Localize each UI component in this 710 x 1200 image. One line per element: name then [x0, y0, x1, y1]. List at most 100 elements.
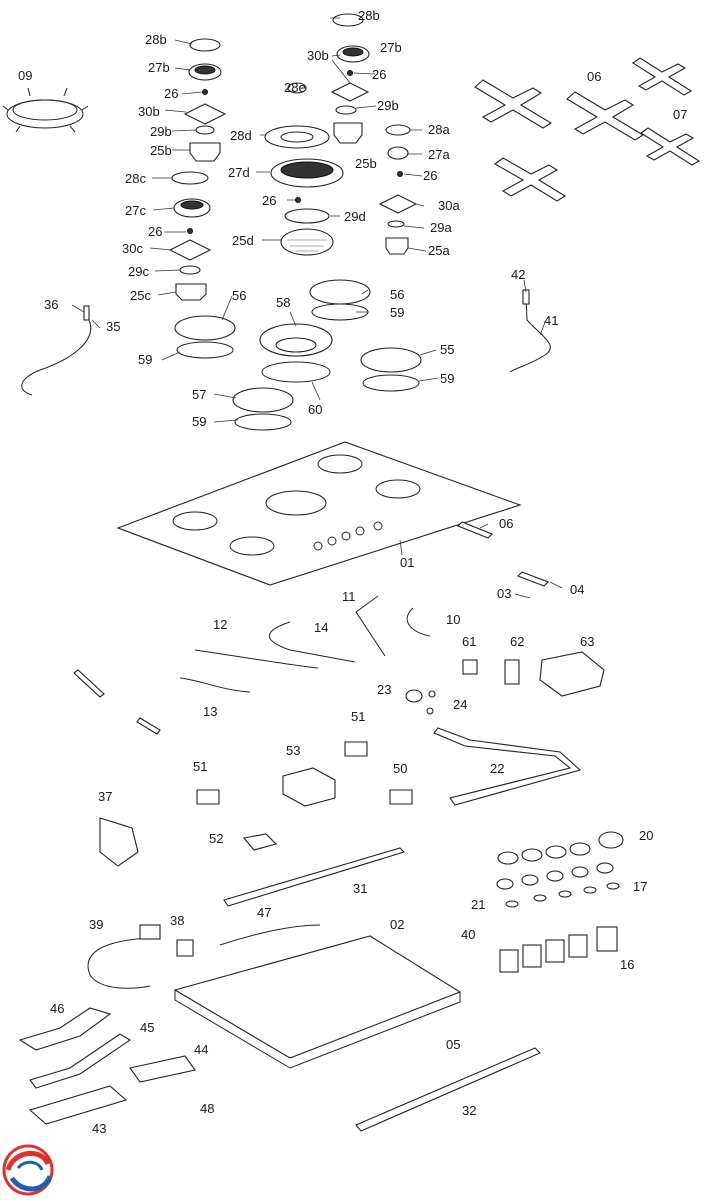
part-label: 28e [284, 80, 306, 95]
wiring-electrical [18, 924, 321, 1125]
part-label: 06 [587, 69, 601, 84]
part-label: 56 [390, 287, 404, 302]
trim-rings [174, 279, 422, 431]
part-label: 28d [230, 128, 252, 143]
part-label: 25d [232, 233, 254, 248]
burner-stack-center [264, 82, 344, 256]
part-label: 09 [18, 68, 32, 83]
part-label: 28a [428, 122, 450, 137]
part-label: 62 [510, 634, 524, 649]
small-components [99, 651, 605, 867]
part-label: 29d [344, 209, 366, 224]
part-label: 14 [314, 620, 328, 635]
leader-lines [71, 17, 563, 599]
part-label: 26 [262, 193, 276, 208]
part-label: 29a [430, 220, 452, 235]
part-label: 23 [377, 682, 391, 697]
cooktop-glass [116, 441, 522, 586]
burner-stack-right [330, 13, 418, 255]
part-label: 29b [377, 98, 399, 113]
part-label: 22 [490, 761, 504, 776]
part-label: 07 [673, 107, 687, 122]
part-label: 37 [98, 789, 112, 804]
part-label: 21 [471, 897, 485, 912]
part-label: 52 [209, 831, 223, 846]
part-label: 11 [342, 589, 356, 604]
part-label: 51 [193, 759, 207, 774]
part-label: 57 [192, 387, 206, 402]
part-label: 46 [50, 1001, 64, 1016]
part-label: 40 [461, 927, 475, 942]
part-label: 26 [372, 67, 386, 82]
control-knobs-valves [496, 831, 624, 973]
part-label: 26 [148, 224, 162, 239]
part-label: 60 [308, 402, 322, 417]
part-label: 25b [355, 156, 377, 171]
part-label: 25c [130, 288, 151, 303]
part-label: 01 [400, 555, 414, 570]
gas-pipes [179, 595, 582, 806]
part-label: 06 [499, 516, 513, 531]
part-label: 58 [276, 295, 290, 310]
part-label: 44 [194, 1042, 208, 1057]
part-label: 05 [446, 1037, 460, 1052]
part-label: 30b [307, 48, 329, 63]
part-label: 42 [511, 267, 525, 282]
part-label: 20 [639, 828, 653, 843]
part-label: 59 [440, 371, 454, 386]
part-label: 29b [150, 124, 172, 139]
part-label: 31 [353, 881, 367, 896]
part-label: 16 [620, 957, 634, 972]
part-label: 53 [286, 743, 300, 758]
part-label: 30b [138, 104, 160, 119]
part-label: 24 [453, 697, 467, 712]
part-label: 17 [633, 879, 647, 894]
thermocouples [21, 289, 551, 396]
part-label: 26 [164, 86, 178, 101]
part-label: 47 [257, 905, 271, 920]
burner-stack-left [168, 38, 227, 301]
part-label: 59 [138, 352, 152, 367]
part-label: 29c [128, 264, 149, 279]
part-label: 32 [462, 1103, 476, 1118]
part-label: 30c [122, 241, 143, 256]
part-label: 43 [92, 1121, 106, 1136]
part-label: 26 [423, 168, 437, 183]
part-label: 51 [351, 709, 365, 724]
part-label: 55 [440, 342, 454, 357]
part-label: 03 [497, 586, 511, 601]
part-label: 28b [145, 32, 167, 47]
part-label: 63 [580, 634, 594, 649]
part-label: 13 [203, 704, 217, 719]
part-label: 61 [462, 634, 476, 649]
wok-ring [2, 87, 89, 133]
part-label: 27a [428, 147, 450, 162]
part-label: 27b [148, 60, 170, 75]
part-label: 36 [44, 297, 58, 312]
part-label: 25a [428, 243, 450, 258]
part-label: 27b [380, 40, 402, 55]
chassis-and-rails [173, 847, 541, 1132]
fixing-brackets [73, 521, 549, 735]
part-label: 50 [393, 761, 407, 776]
part-label: 04 [570, 582, 584, 597]
part-label: 27c [125, 203, 146, 218]
part-label: 39 [89, 917, 103, 932]
brand-swirl-icon [2, 1144, 54, 1196]
pan-support-grates [474, 57, 701, 202]
part-label: 35 [106, 319, 120, 334]
part-label: 59 [192, 414, 206, 429]
part-label: 12 [213, 617, 227, 632]
part-label: 28b [358, 8, 380, 23]
part-label: 10 [446, 612, 460, 627]
part-label: 25b [150, 143, 172, 158]
part-label: 48 [200, 1101, 214, 1116]
part-label: 45 [140, 1020, 154, 1035]
part-label: 38 [170, 913, 184, 928]
part-label: 30a [438, 198, 460, 213]
part-label: 59 [390, 305, 404, 320]
part-label: 02 [390, 917, 404, 932]
part-label: 28c [125, 171, 146, 186]
part-label: 41 [544, 313, 558, 328]
